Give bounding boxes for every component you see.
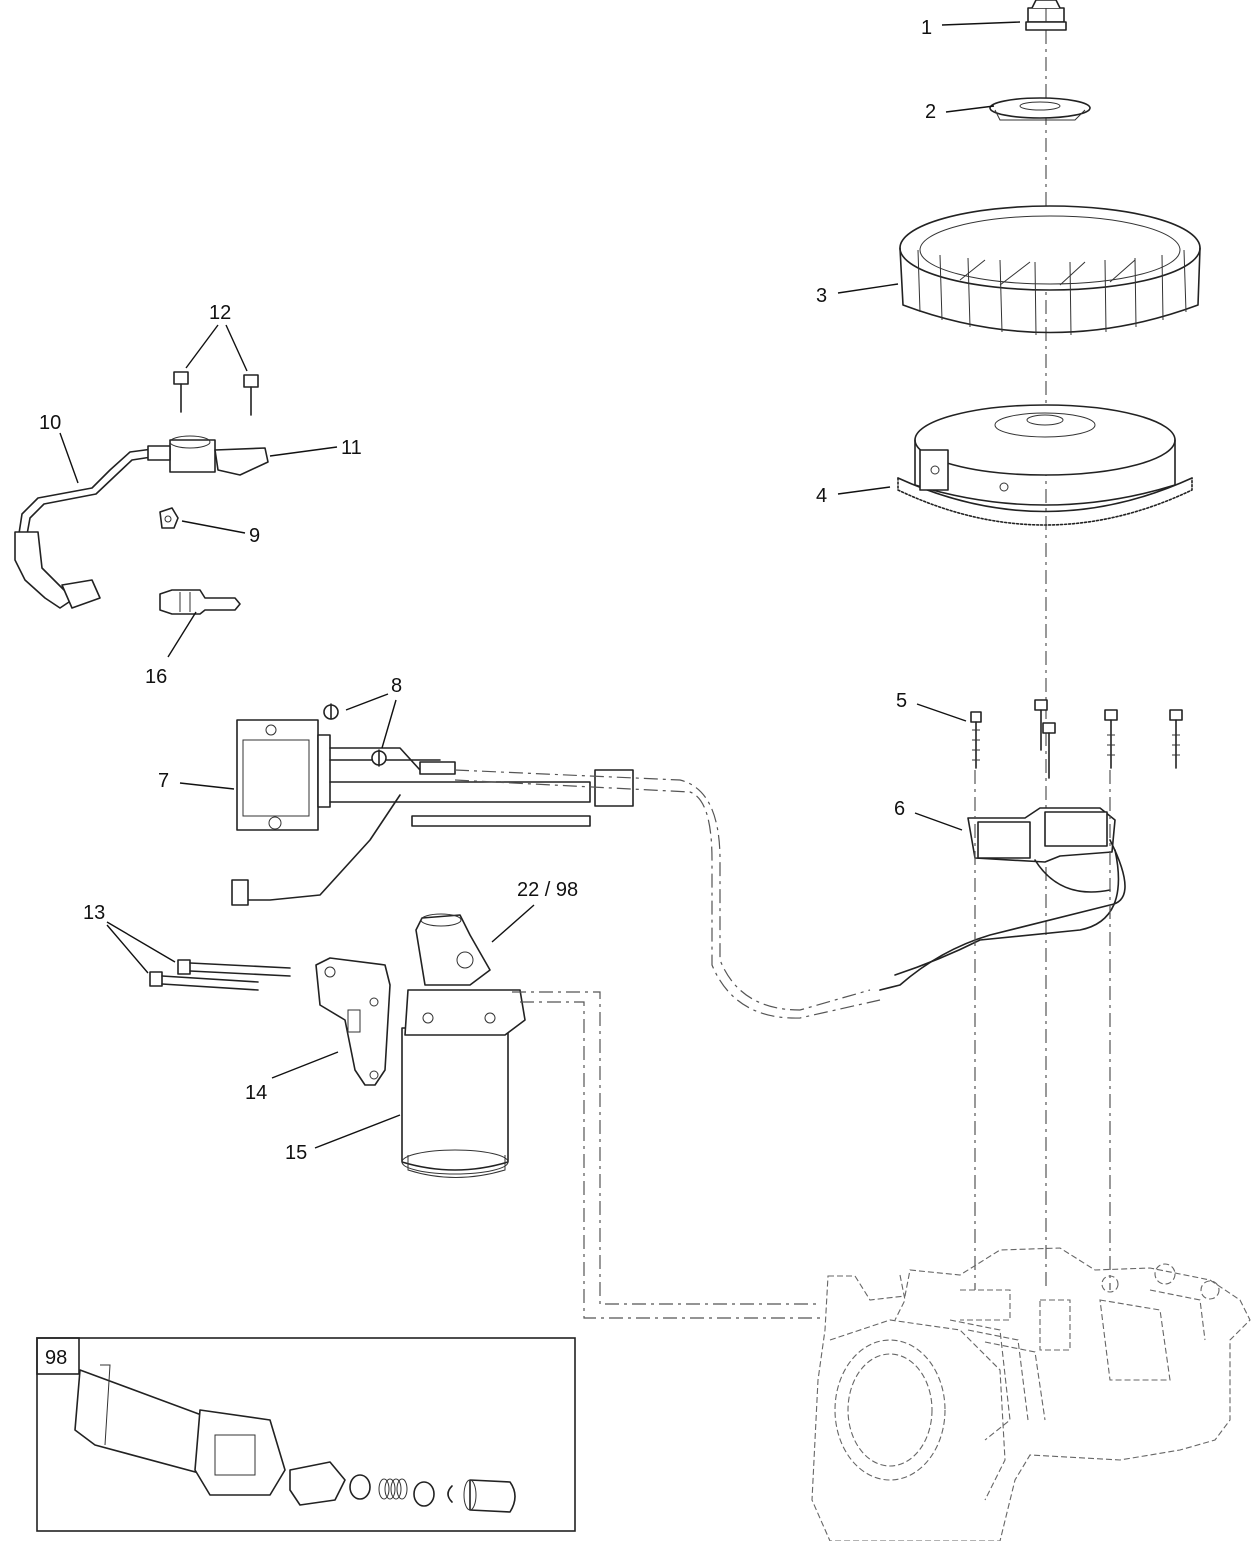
part-8-screws <box>323 703 387 767</box>
callout-16: 16 <box>145 666 167 688</box>
callout-12: 12 <box>209 302 231 324</box>
part-13-starter-bolts <box>149 959 291 991</box>
part-5-bolts <box>970 699 1183 779</box>
part-9-clip <box>159 507 179 529</box>
callout-6: 6 <box>894 798 905 820</box>
part-10-spark-plug-lead <box>14 447 161 609</box>
part-6-alternator-coil <box>879 807 1126 991</box>
part-1-flywheel-nut <box>1025 0 1067 31</box>
callout-11: 11 <box>341 437 362 459</box>
callout-14: 14 <box>245 1082 267 1104</box>
callout-4: 4 <box>816 485 827 507</box>
callout-15: 15 <box>285 1142 307 1164</box>
part-12-coil-bolts <box>173 371 259 416</box>
leader-lines <box>59 21 1021 1149</box>
callout-5: 5 <box>896 690 907 712</box>
part-3-cooling-fan <box>899 205 1201 336</box>
part-14-starter-bracket <box>315 957 391 1086</box>
inset-label-98: 98 <box>45 1347 67 1369</box>
engine-block-reference <box>811 1247 1251 1541</box>
callout-13: 13 <box>83 902 105 924</box>
part-7-regulator-rectifier <box>231 719 634 906</box>
callout-1: 1 <box>921 17 932 39</box>
part-4-flywheel <box>897 404 1193 526</box>
part-11-ignition-coil <box>147 435 269 476</box>
callout-8: 8 <box>391 675 402 697</box>
callout-3: 3 <box>816 285 827 307</box>
inset-98-starter-components <box>36 1337 576 1532</box>
assembly-dash-lines <box>454 769 1111 1319</box>
part-2-washer <box>989 97 1091 121</box>
callout-10: 10 <box>39 412 61 434</box>
part-16-spark-plug <box>159 589 241 615</box>
callout-9: 9 <box>249 525 260 547</box>
part-15-starter-motor <box>401 913 526 1178</box>
callout-labels: 1 2 3 4 5 6 7 8 9 10 11 12 13 14 15 16 2… <box>39 17 936 1369</box>
callout-2: 2 <box>925 101 936 123</box>
callout-22-98: 22 / 98 <box>517 879 578 901</box>
callout-7: 7 <box>158 770 169 792</box>
